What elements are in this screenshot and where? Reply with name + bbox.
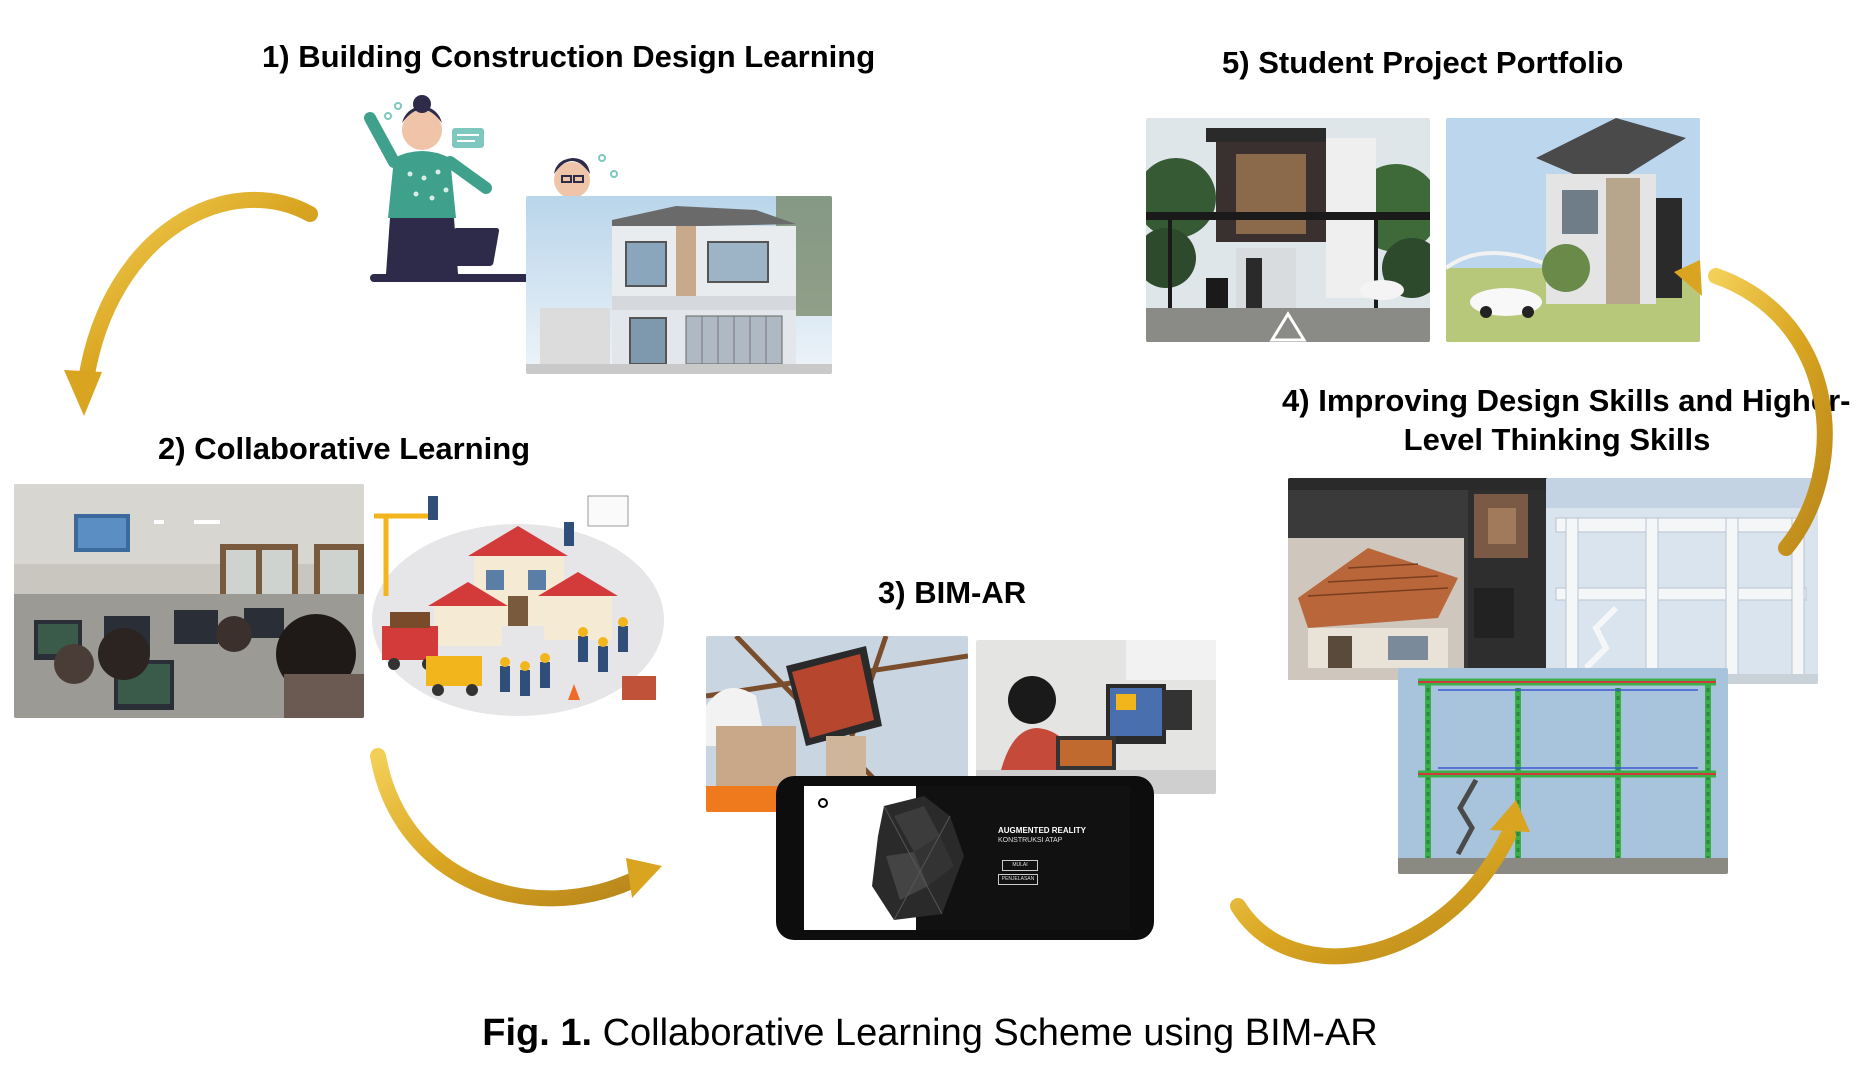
frame-model-render xyxy=(1546,478,1818,684)
start-button[interactable]: MULAI xyxy=(1002,860,1038,871)
app-subtitle: KONSTRUKSI ATAP xyxy=(998,837,1063,844)
figure-caption: Fig. 1. Collaborative Learning Scheme us… xyxy=(0,1012,1860,1055)
house-render-1 xyxy=(526,196,832,374)
caption-text: Collaborative Learning Scheme using BIM-… xyxy=(602,1012,1378,1054)
portfolio-render-2 xyxy=(1446,118,1700,342)
step-4-title: 4) Improving Design Skills and Higher- L… xyxy=(1282,382,1851,460)
classroom-photo xyxy=(14,484,364,718)
step-5-title: 5) Student Project Portfolio xyxy=(1222,45,1624,80)
arrow-1-to-2 xyxy=(64,191,318,416)
portfolio-render-1 xyxy=(1146,118,1430,342)
step-2-title: 2) Collaborative Learning xyxy=(158,431,531,466)
step-4-title-line1: 4) Improving Design Skills and Higher- xyxy=(1282,383,1851,418)
app-title: AUGMENTED REALITY xyxy=(998,826,1086,835)
phone-screen: AUGMENTED REALITY KONSTRUKSI ATAP MULAI … xyxy=(804,786,1130,930)
construction-illustration xyxy=(368,486,666,726)
roof-model xyxy=(872,796,964,921)
arrow-2-to-3 xyxy=(370,748,662,907)
step-4-title-line2: Level Thinking Skills xyxy=(1403,421,1711,457)
sketchup-roof-screenshot xyxy=(1288,478,1558,680)
ar-phone: AUGMENTED REALITY KONSTRUKSI ATAP MULAI … xyxy=(776,776,1154,940)
structural-analysis-model xyxy=(1398,668,1728,874)
step-3-title: 3) BIM-AR xyxy=(878,575,1027,610)
ar-desktop-photo xyxy=(976,640,1216,794)
phone-camera xyxy=(818,798,828,808)
info-button[interactable]: PENJELASAN xyxy=(998,874,1038,885)
caption-prefix: Fig. 1. xyxy=(482,1012,593,1054)
step-1-title: 1) Building Construction Design Learning xyxy=(262,39,876,74)
